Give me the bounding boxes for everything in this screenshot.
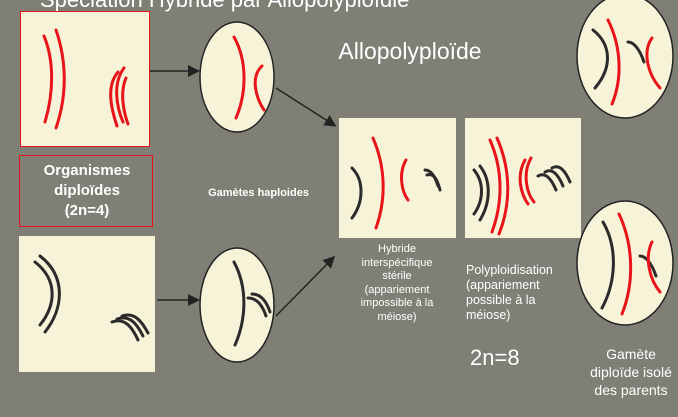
gamete-diploide-line-1: Gamète [606, 346, 656, 362]
gamete-2-cell [199, 247, 275, 363]
diploid-gamete-cell [576, 200, 674, 326]
hybride-line-6: méiose) [377, 310, 417, 323]
gamete-1-cell [199, 21, 275, 133]
diploid-gamete-chromosomes [600, 212, 662, 316]
hybride-text: Hybride interspécifique stérile (apparie… [338, 243, 456, 324]
hybride-line-4: (appariement [364, 283, 430, 296]
gamete-diploide-line-2: diploïde isolé [590, 364, 672, 380]
allopolyploid-chromosomes [591, 18, 662, 106]
hybrid-chromosomes [350, 136, 442, 230]
gametes-haploides-label: Gamètes haploides [208, 187, 309, 199]
two-n-eight-label: 2n=8 [470, 345, 520, 370]
polyploidisation-line-2: (appariement [466, 278, 540, 292]
arrow-gamete2-to-hybrid [275, 255, 336, 317]
hybride-line-5: impossible à la [360, 297, 434, 309]
organismes-line-3: (2n=4) [64, 202, 110, 219]
allopolyploid-cell [576, 0, 674, 119]
organismes-line-1: Organismes [43, 162, 131, 179]
slide-title: Spéciation Hybride par Allopolyploïdie [40, 0, 560, 13]
polyploidisation-text: Polyploidisation (appariement possible à… [466, 263, 596, 323]
parent-2-chromosomes [33, 254, 150, 342]
gamete-diploide-line-3: des parents [594, 382, 668, 398]
hybride-line-1: Hybride [378, 243, 416, 255]
parent-1-chromosomes [42, 28, 130, 130]
gamete-1-chromosomes [232, 35, 266, 120]
arrow-gamete1-to-hybrid [275, 87, 337, 127]
organismes-diploides-box: Organismes diploïdes (2n=4) [19, 155, 153, 227]
allopolyploide-label: Allopolyploïde [338, 38, 482, 64]
polyploid-chromosomes [472, 136, 572, 236]
gamete-diploide-text: Gamète diploïde isolé des parents [584, 345, 678, 399]
organismes-line-2: diploïdes [54, 182, 120, 199]
gamete-2-chromosomes [232, 260, 272, 347]
polyploidisation-line-4: méiose) [466, 308, 511, 322]
hybride-line-2: interspécifique [361, 256, 433, 269]
polyploidisation-line-3: possible à la [466, 293, 536, 307]
hybride-line-3: stérile [382, 270, 412, 282]
polyploidisation-line-1: Polyploidisation [466, 263, 553, 277]
polyploid-box [465, 118, 581, 238]
